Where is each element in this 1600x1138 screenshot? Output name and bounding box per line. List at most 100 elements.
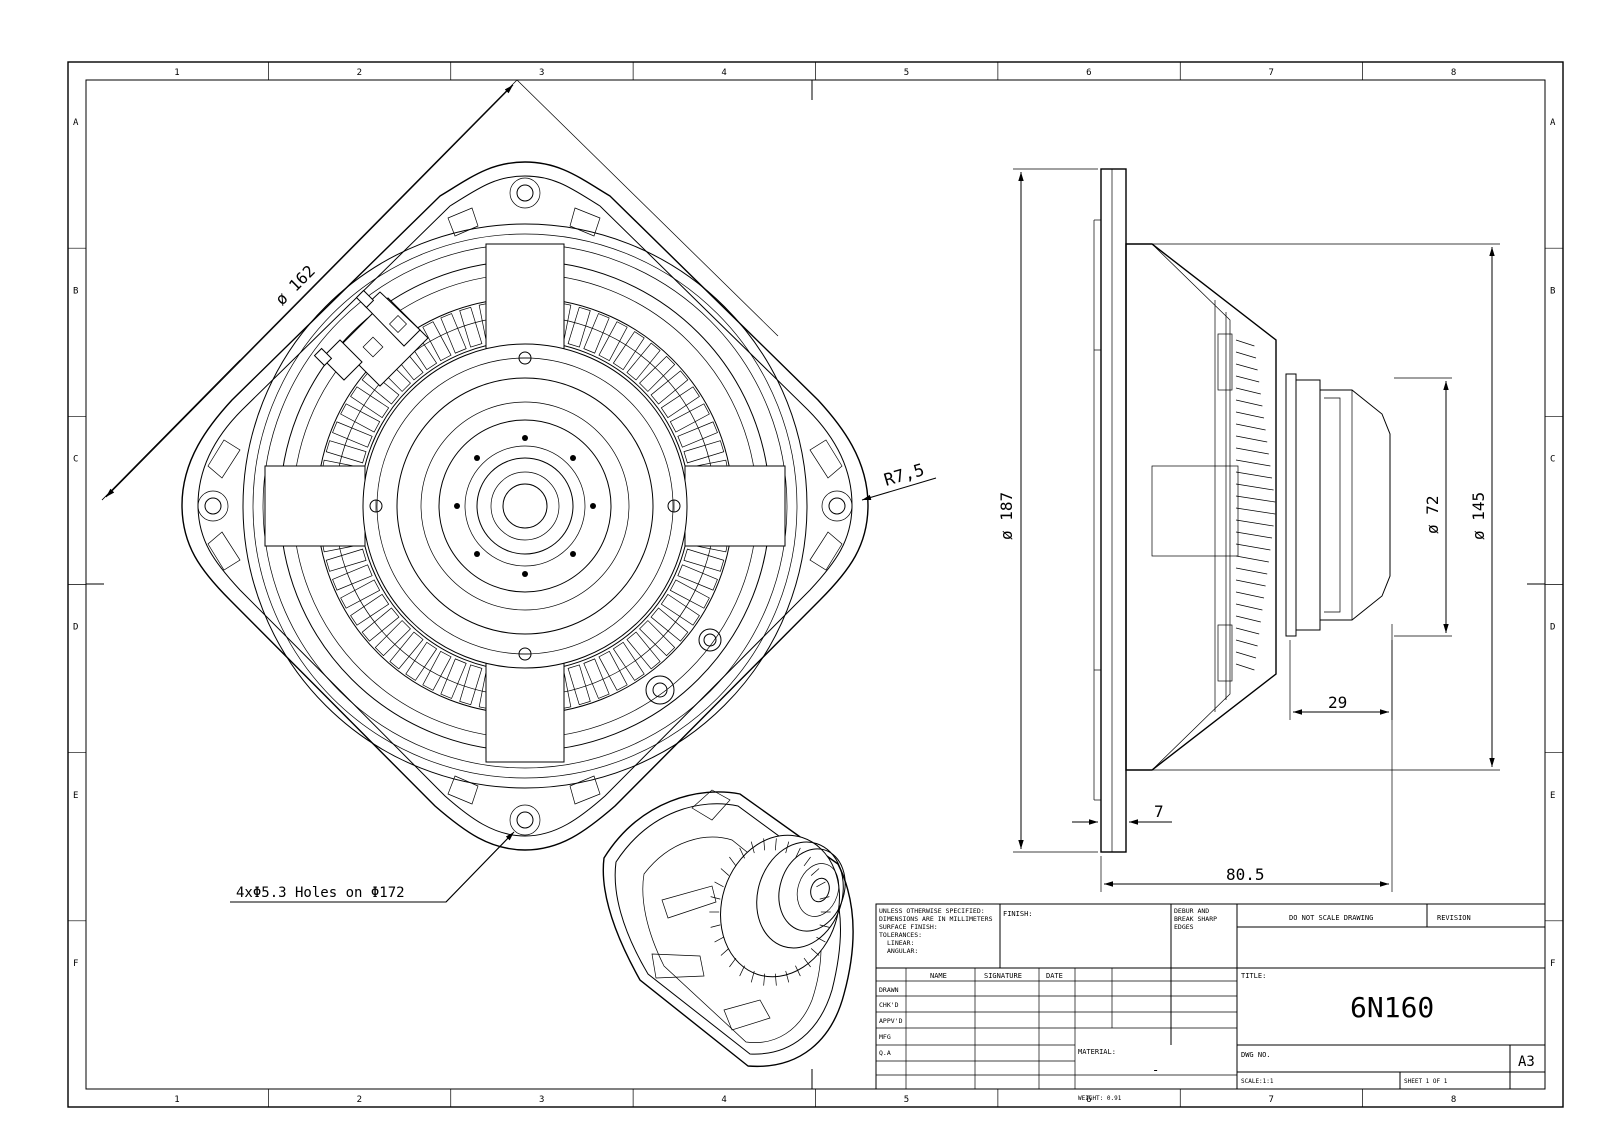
- column-label-bottom: 5: [904, 1095, 909, 1105]
- dim-magnet-depth: 29: [1289, 624, 1393, 720]
- magnet-fin: [650, 607, 689, 642]
- side-fin: [1235, 351, 1257, 359]
- isometric-view: [602, 789, 854, 1068]
- magnet-fin: [374, 620, 411, 657]
- material-label: MATERIAL:: [1078, 1048, 1116, 1056]
- dim-diagonal-label: ø 162: [271, 261, 318, 308]
- side-flange: [1093, 168, 1127, 853]
- magnet-fin: [350, 386, 390, 419]
- title-block: UNLESS OTHERWISE SPECIFIED:DIMENSIONS AR…: [875, 903, 1546, 1102]
- isometric-fin: [774, 973, 777, 986]
- holes-note: 4xΦ5.3 Holes on Φ172: [230, 831, 515, 903]
- isometric-fin: [714, 881, 724, 888]
- column-label-bottom: 6: [1086, 1095, 1091, 1105]
- dwg-no-label: DWG NO.: [1241, 1051, 1271, 1059]
- weight-label: WEIGHT: 0.91: [1078, 1095, 1122, 1102]
- row-label-right: E: [1550, 791, 1555, 801]
- magnet-fin: [626, 631, 661, 670]
- side-fin: [1235, 603, 1263, 611]
- magnet-fin: [583, 658, 610, 699]
- magnet-fin: [677, 421, 718, 448]
- isometric-fin: [816, 936, 826, 943]
- row-label-left: A: [73, 118, 79, 128]
- isometric-fin: [720, 948, 730, 956]
- magnet-fin: [361, 607, 400, 642]
- column-label-top: 2: [357, 68, 362, 78]
- signoff-row-label: APPV'D: [879, 1017, 903, 1025]
- dim-flange-label: 7: [1154, 802, 1164, 821]
- dim-frame: ø 145: [1152, 243, 1500, 771]
- sheet-label: SHEET 1 OF 1: [1404, 1078, 1448, 1085]
- side-fin: [1235, 651, 1257, 659]
- side-fin: [1235, 591, 1265, 599]
- scale-label: SCALE:1:1: [1241, 1078, 1274, 1085]
- magnet-fin: [440, 658, 467, 699]
- magnet-fin: [598, 321, 628, 362]
- isometric-fin: [763, 838, 766, 851]
- general-note-line: UNLESS OTHERWISE SPECIFIED:: [879, 907, 985, 915]
- row-label-left: D: [73, 623, 78, 633]
- general-note-line: TOLERANCES:: [879, 931, 922, 939]
- magnet-fin: [626, 342, 661, 381]
- dim-radius: R7,5: [861, 460, 937, 501]
- title-label: TITLE:: [1241, 972, 1266, 980]
- row-label-left: E: [73, 791, 78, 801]
- magnet-fin: [650, 370, 689, 405]
- magnet-fin: [459, 664, 483, 706]
- signoff-row-label: DRAWN: [879, 986, 899, 994]
- pole-plate-holes: [454, 435, 596, 577]
- isometric-fin: [785, 841, 790, 854]
- general-note-line: ANGULAR:: [887, 947, 918, 955]
- column-label-bottom: 7: [1268, 1095, 1273, 1105]
- magnet-fin: [332, 564, 373, 591]
- col-signature-label: SIGNATURE: [984, 972, 1022, 980]
- side-fin: [1235, 567, 1268, 575]
- mounting-hole-bottom: [509, 804, 541, 836]
- magnet-fin: [332, 421, 373, 448]
- magnet-fin: [422, 321, 452, 362]
- side-fin: [1235, 543, 1271, 551]
- magnet-fin: [325, 548, 367, 572]
- magnet-fin: [422, 650, 452, 691]
- side-fin: [1235, 471, 1273, 479]
- magnet-fin: [440, 313, 467, 354]
- isometric-fin: [714, 936, 724, 943]
- dim-outer: ø 187: [997, 168, 1098, 853]
- side-basket: [1125, 243, 1277, 771]
- magnet-fin: [612, 331, 645, 371]
- dim-outer-label: ø 187: [997, 492, 1016, 540]
- magnet-fin: [669, 579, 710, 609]
- magnet-fin: [405, 641, 438, 681]
- signoff-row-label: MFG: [879, 1033, 891, 1041]
- row-label-right: C: [1550, 454, 1555, 464]
- side-fin: [1235, 375, 1260, 383]
- side-fin: [1235, 495, 1276, 503]
- magnet-fin: [683, 548, 725, 572]
- speaker-frame: [181, 161, 869, 851]
- isometric-fin: [750, 970, 755, 983]
- screw-heads: [369, 351, 722, 705]
- sheet-size-label: A3: [1518, 1054, 1535, 1070]
- row-label-right: F: [1550, 959, 1555, 969]
- mounting-hole-right: [821, 490, 853, 522]
- magnet-fin: [567, 306, 591, 348]
- mounting-hole-left: [197, 490, 229, 522]
- dim-total-depth: 80.5: [1100, 640, 1393, 892]
- front-view: ø 162: [101, 79, 937, 903]
- isometric-fin: [795, 965, 801, 977]
- side-fin: [1235, 531, 1273, 539]
- side-fins: [1235, 339, 1276, 671]
- deburr-note-line: EDGES: [1174, 923, 1194, 931]
- dim-magnet: ø 72: [1394, 377, 1452, 637]
- dim-total-depth-label: 80.5: [1226, 865, 1265, 884]
- isometric-fin: [729, 957, 737, 968]
- magnet-fin: [325, 440, 367, 464]
- column-label-top: 7: [1268, 68, 1273, 78]
- dim-frame-label: ø 145: [1469, 492, 1488, 540]
- column-label-top: 6: [1086, 68, 1091, 78]
- general-note-line: DIMENSIONS ARE IN MILLIMETERS: [879, 915, 993, 923]
- column-label-top: 5: [904, 68, 909, 78]
- holes-note-label: 4xΦ5.3 Holes on Φ172: [236, 885, 405, 901]
